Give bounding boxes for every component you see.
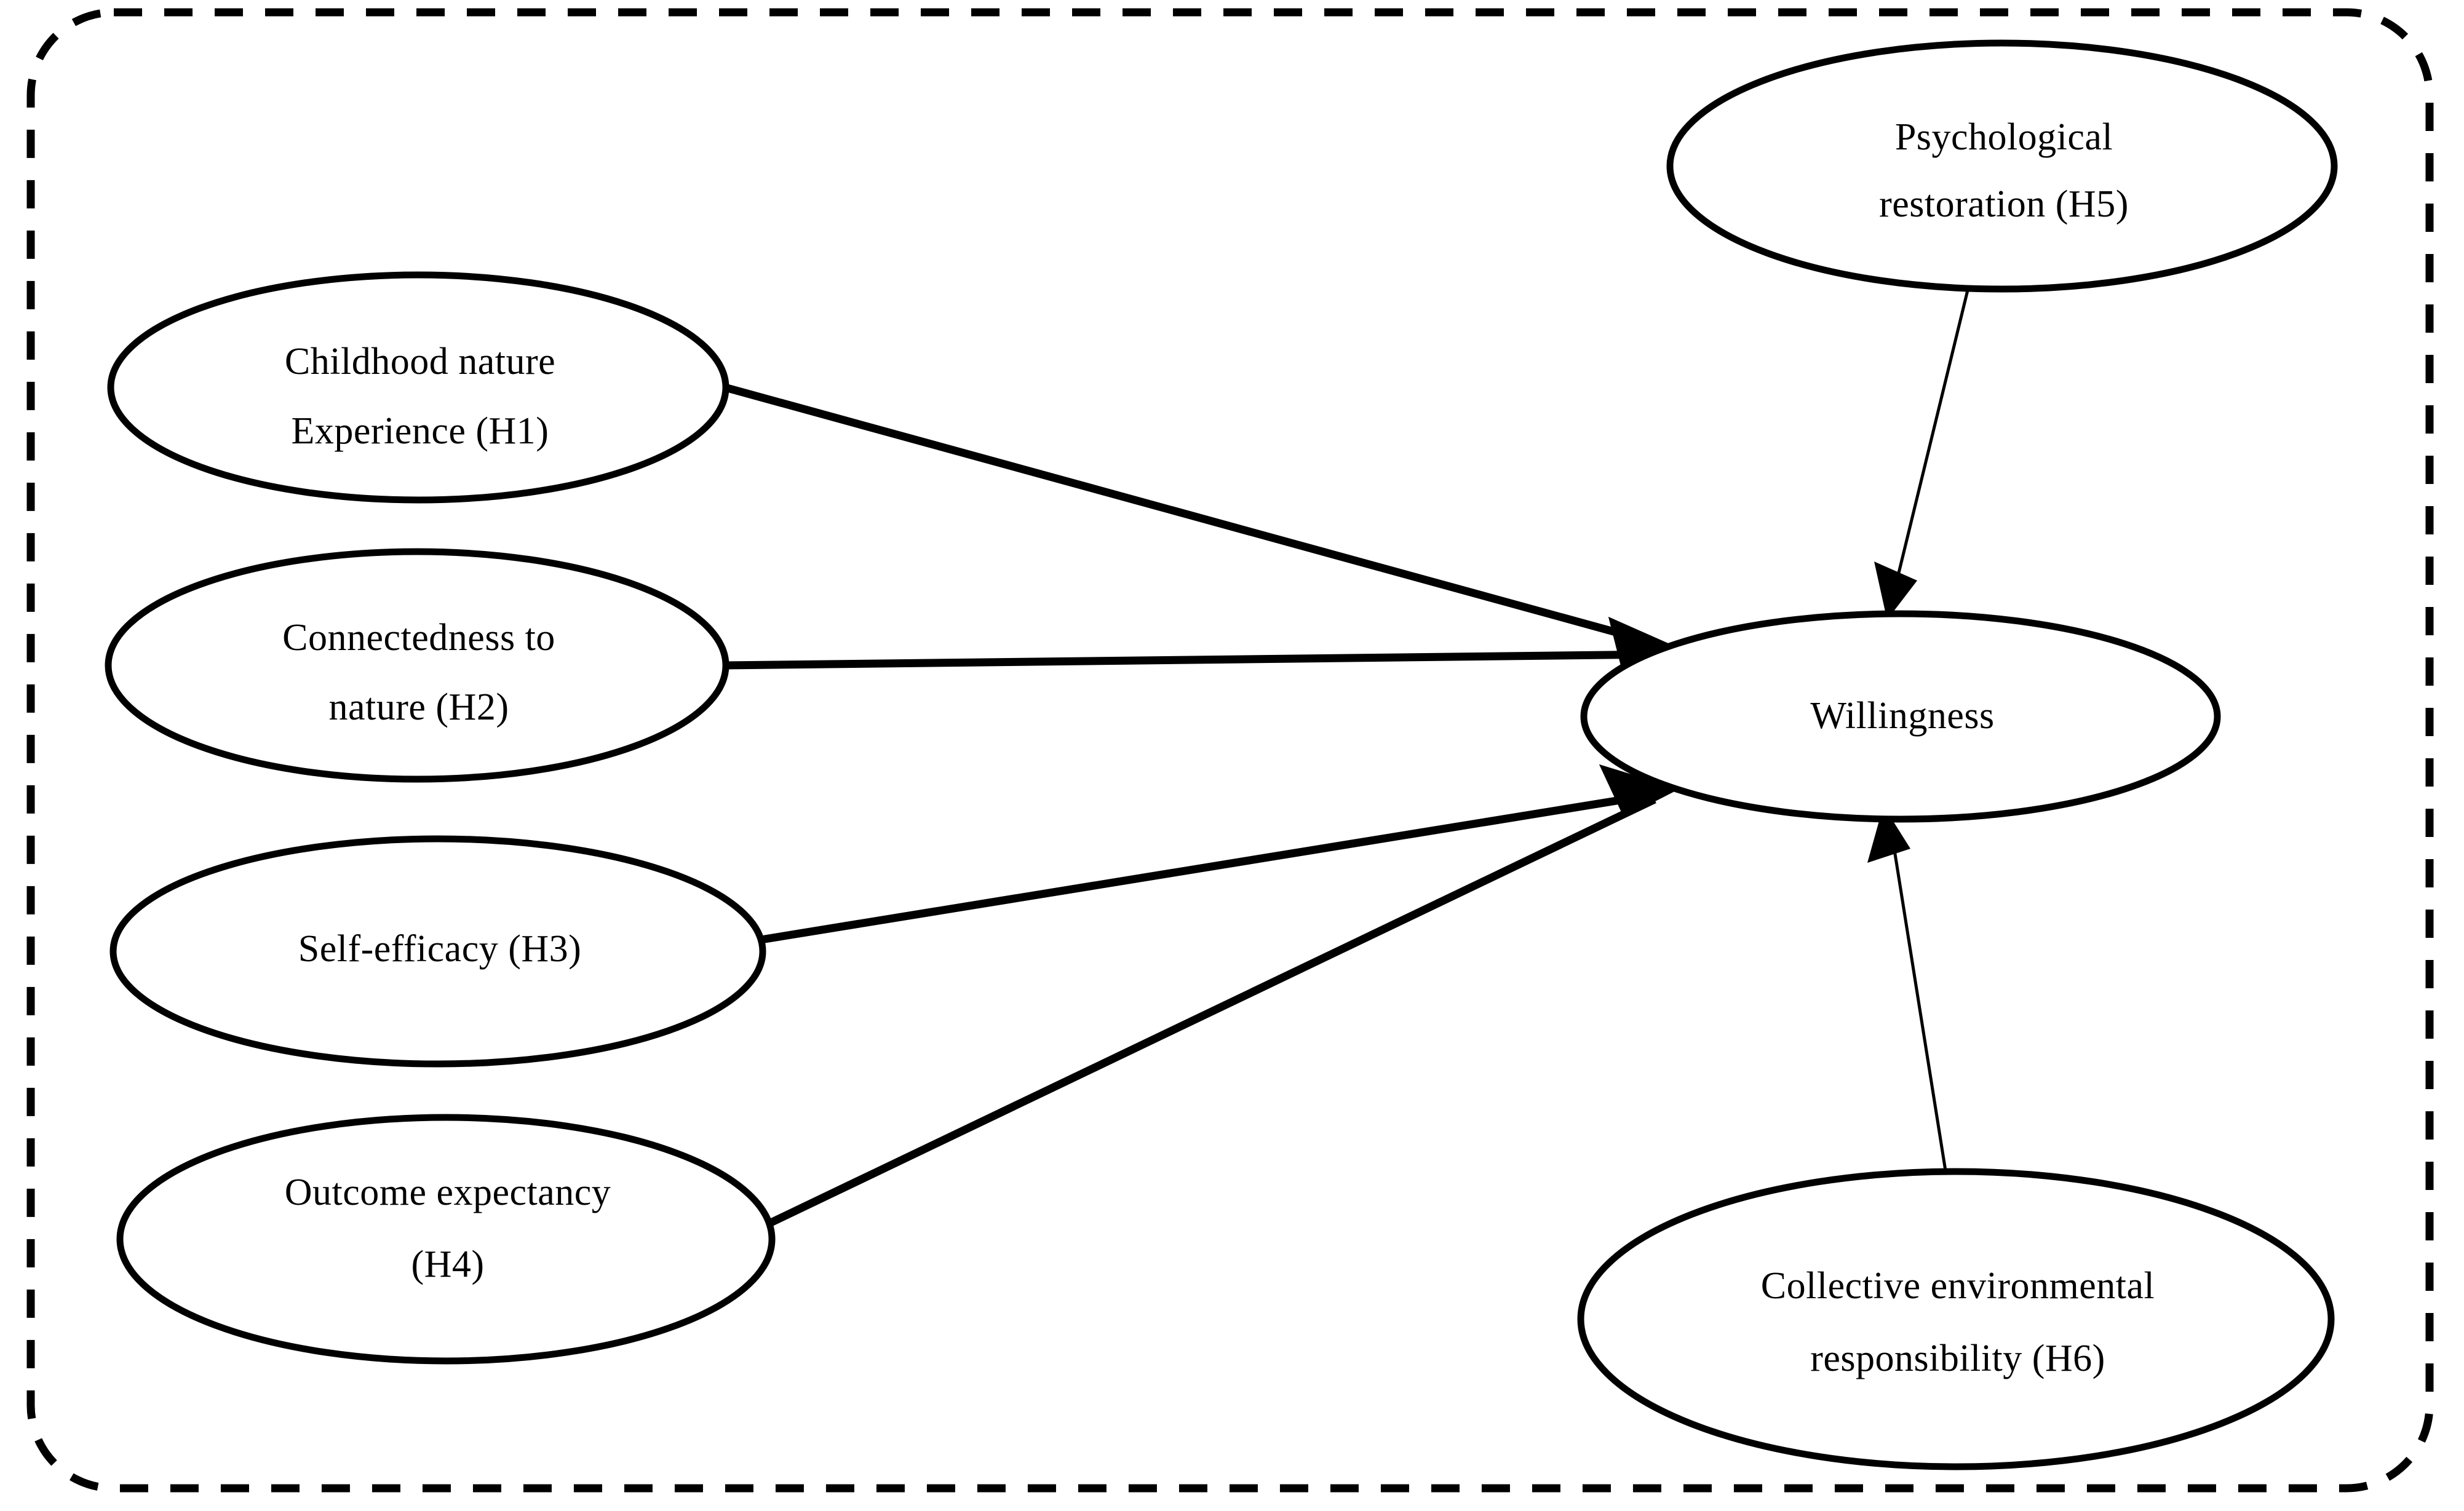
node-h3-ellipse[interactable] — [109, 835, 766, 1068]
node-h6-label-line1: Collective environmental — [1761, 1265, 2155, 1307]
node-h3-self-efficacy[interactable]: Self-efficacy (H3) — [109, 835, 766, 1068]
edge-h4-arrowhead — [1599, 764, 1679, 817]
node-h6-label-line2: responsibility (H6) — [1810, 1338, 2105, 1379]
node-willingness-ellipse[interactable] — [1580, 610, 2221, 823]
edge-h3-line — [752, 790, 1656, 945]
node-h2-ellipse[interactable] — [105, 548, 729, 783]
node-h5-ellipse[interactable] — [1666, 39, 2338, 293]
node-h1-ellipse[interactable] — [107, 271, 729, 504]
edge-h2-to-willingness — [722, 617, 1683, 670]
node-willingness-outcome[interactable]: Willingness — [1580, 610, 2221, 823]
node-h1-label-line1: Childhood nature — [285, 341, 555, 383]
node-h4-label-line2: (H4) — [411, 1243, 484, 1285]
edge-h2-arrowhead — [1608, 617, 1683, 670]
node-h5-psychological-restoration[interactable]: Psychological restoration (H5) — [1666, 39, 2338, 293]
edge-h1-to-willingness — [710, 379, 1683, 670]
edge-h6-line — [1891, 842, 1953, 1206]
node-h4-label-line1: Outcome expectancy — [285, 1172, 611, 1213]
edge-h5-line — [1894, 287, 1970, 586]
node-h5-label-line1: Psychological — [1895, 116, 2113, 158]
dashed-boundary-frame — [26, 8, 2434, 1493]
edge-h2-line — [722, 650, 1661, 670]
node-h4-ellipse[interactable] — [116, 1114, 776, 1365]
edge-h5-to-willingness — [1874, 287, 1970, 620]
node-h6-ellipse[interactable] — [1577, 1168, 2335, 1470]
node-h3-label-line1: Self-efficacy (H3) — [298, 928, 582, 970]
node-h2-label-line1: Connectedness to — [282, 617, 555, 659]
node-h1-childhood-nature-experience[interactable]: Childhood nature Experience (H1) — [107, 271, 729, 504]
edge-h5-arrowhead — [1874, 561, 1917, 620]
edge-h6-to-willingness — [1867, 806, 1953, 1206]
node-h4-outcome-expectancy[interactable]: Outcome expectancy (H4) — [116, 1114, 776, 1365]
node-h2-label-line2: nature (H2) — [329, 686, 509, 728]
edge-h4-to-willingness — [763, 764, 1679, 1229]
node-h1-label-line2: Experience (H1) — [292, 410, 549, 452]
node-h6-collective-environmental-responsibility[interactable]: Collective environmental responsibility … — [1577, 1168, 2335, 1470]
edge-h1-line — [710, 379, 1662, 649]
node-h2-connectedness-to-nature[interactable]: Connectedness to nature (H2) — [105, 548, 729, 783]
edge-h6-arrowhead — [1867, 806, 1910, 863]
edge-h4-line — [763, 796, 1656, 1229]
node-h5-label-line2: restoration (H5) — [1879, 183, 2129, 225]
node-willingness-label: Willingness — [1810, 695, 1994, 737]
